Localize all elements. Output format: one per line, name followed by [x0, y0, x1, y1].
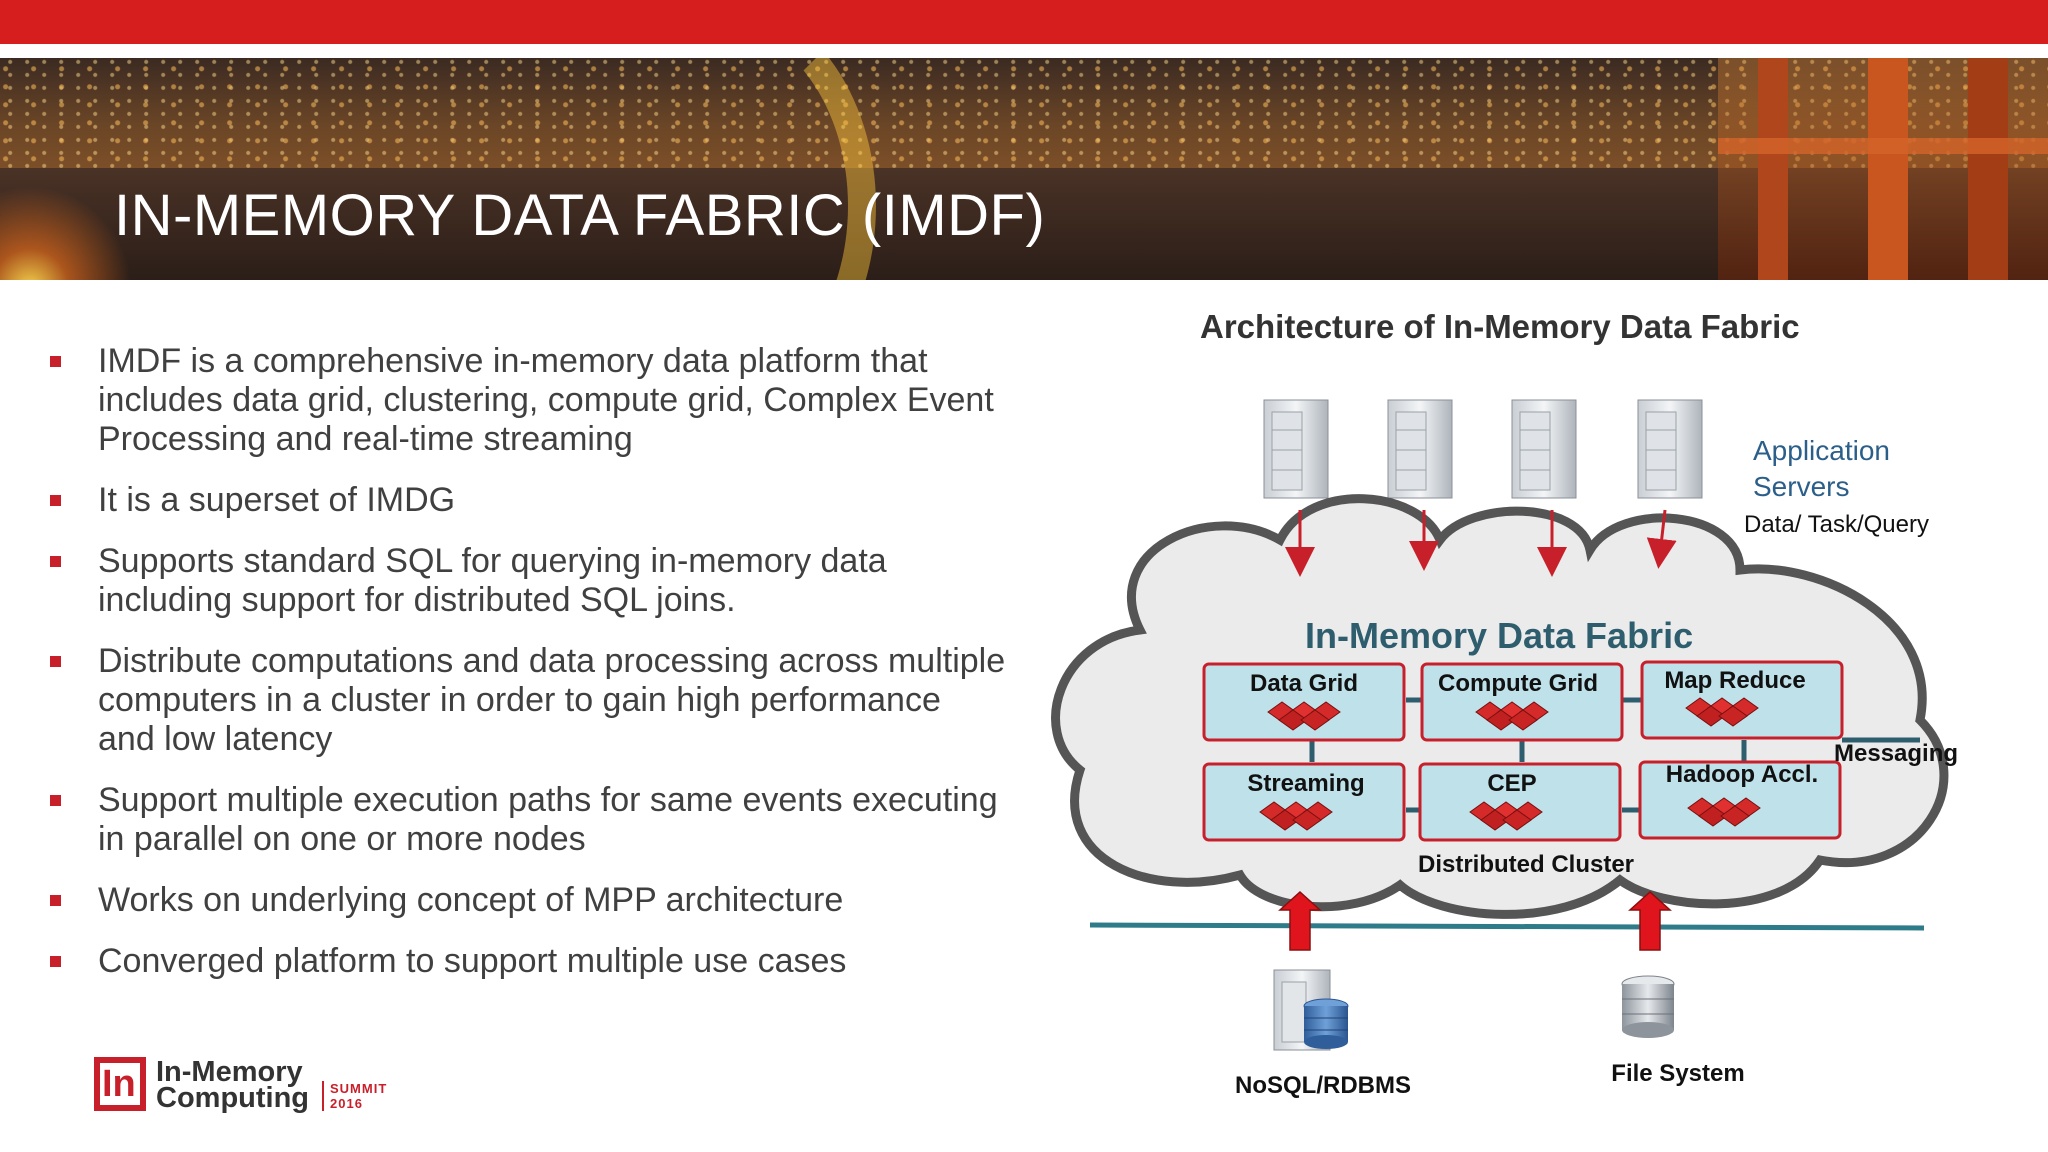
logo-separator [322, 1081, 324, 1111]
bullet-marker [50, 656, 61, 667]
logo-line-1: In-Memory [156, 1056, 303, 1088]
bullet-marker [50, 356, 61, 367]
header-banner [0, 58, 2048, 280]
database-server-icon [1273, 969, 1349, 1051]
bullet-item: Converged platform to support multiple u… [46, 942, 1006, 981]
arrow-icon [1646, 509, 1677, 569]
bullet-text: Support multiple execution paths for sam… [98, 781, 998, 858]
bullet-text: Converged platform to support multiple u… [98, 942, 847, 980]
bullet-item: Distribute computations and data process… [46, 642, 1006, 759]
module-label: Compute Grid [1438, 670, 1598, 697]
fabric-title: In-Memory Data Fabric [1305, 615, 1693, 656]
bullet-item: Works on underlying concept of MPP archi… [46, 881, 1006, 920]
app-servers-label-1: Application [1753, 435, 1890, 466]
slide-title: IN-MEMORY DATA FABRIC (IMDF) [114, 183, 1046, 248]
city-lights-image [0, 58, 2048, 168]
module-map-reduce: Map Reduce [1640, 660, 1844, 740]
bullet-item: IMDF is a comprehensive in-memory data p… [46, 342, 1006, 459]
module-label: Hadoop Accl. [1666, 761, 1818, 788]
bullet-marker [50, 495, 61, 506]
bullet-marker [50, 895, 61, 906]
logo-event: SUMMIT [330, 1081, 388, 1096]
top-spacer [0, 44, 2048, 58]
logo-mark: In [94, 1057, 146, 1111]
data-bus-line [1089, 922, 1925, 931]
bullet-marker [50, 556, 61, 567]
bullet-text: IMDF is a comprehensive in-memory data p… [98, 342, 994, 458]
server-icon [1637, 399, 1703, 499]
module-compute-grid: Compute Grid [1420, 662, 1624, 742]
bullet-text: It is a superset of IMDG [98, 481, 456, 519]
flow-label: Data/ Task/Query [1744, 511, 1929, 538]
module-label: Streaming [1247, 770, 1364, 797]
source-filesystem-label: File System [1611, 1060, 1744, 1087]
bullet-marker [50, 795, 61, 806]
source-nosql-label: NoSQL/RDBMS [1235, 1072, 1411, 1099]
bullet-text: Supports standard SQL for querying in-me… [98, 542, 887, 619]
server-icon [1387, 399, 1453, 499]
app-servers-label-2: Servers [1753, 471, 1849, 502]
top-accent-bar [0, 0, 2048, 44]
bullet-item: Support multiple execution paths for sam… [46, 781, 1006, 859]
architecture-diagram: Architecture of In-Memory Data Fabric Ap… [1051, 308, 1958, 1099]
module-streaming: Streaming [1202, 762, 1406, 842]
up-arrow-icon [1628, 890, 1672, 951]
file-system-icon [1621, 975, 1675, 1038]
cluster-label: Distributed Cluster [1418, 851, 1634, 878]
module-connectors [1309, 697, 1920, 813]
messaging-label: Messaging [1834, 740, 1958, 767]
server-icon [1511, 399, 1577, 499]
logo-mark-text: In [102, 1063, 136, 1105]
module-data-grid: Data Grid [1202, 662, 1406, 742]
module-label: Data Grid [1250, 670, 1358, 697]
server-icon [1263, 399, 1329, 499]
bridge-tower-image [1718, 58, 2048, 280]
up-arrow-icon [1278, 890, 1322, 951]
bullet-item: It is a superset of IMDG [46, 481, 1006, 520]
bullet-text: Distribute computations and data process… [98, 642, 1006, 758]
bullet-marker [50, 956, 61, 967]
module-label: Map Reduce [1664, 667, 1805, 694]
bullet-item: Supports standard SQL for querying in-me… [46, 542, 1006, 620]
logo-year: 2016 [330, 1096, 363, 1111]
module-label: CEP [1487, 770, 1536, 797]
bullet-list: IMDF is a comprehensive in-memory data p… [46, 342, 1006, 1003]
module-cep: CEP [1418, 762, 1622, 842]
diagram-heading: Architecture of In-Memory Data Fabric [1200, 308, 1800, 345]
in-memory-computing-logo: In In-Memory Computing SUMMIT 2016 [94, 1057, 394, 1117]
logo-line-2: Computing [156, 1082, 310, 1114]
bay-water-image [0, 168, 2048, 280]
bullet-text: Works on underlying concept of MPP archi… [98, 881, 844, 919]
module-hadoop-accl: Hadoop Accl. [1638, 760, 1842, 840]
